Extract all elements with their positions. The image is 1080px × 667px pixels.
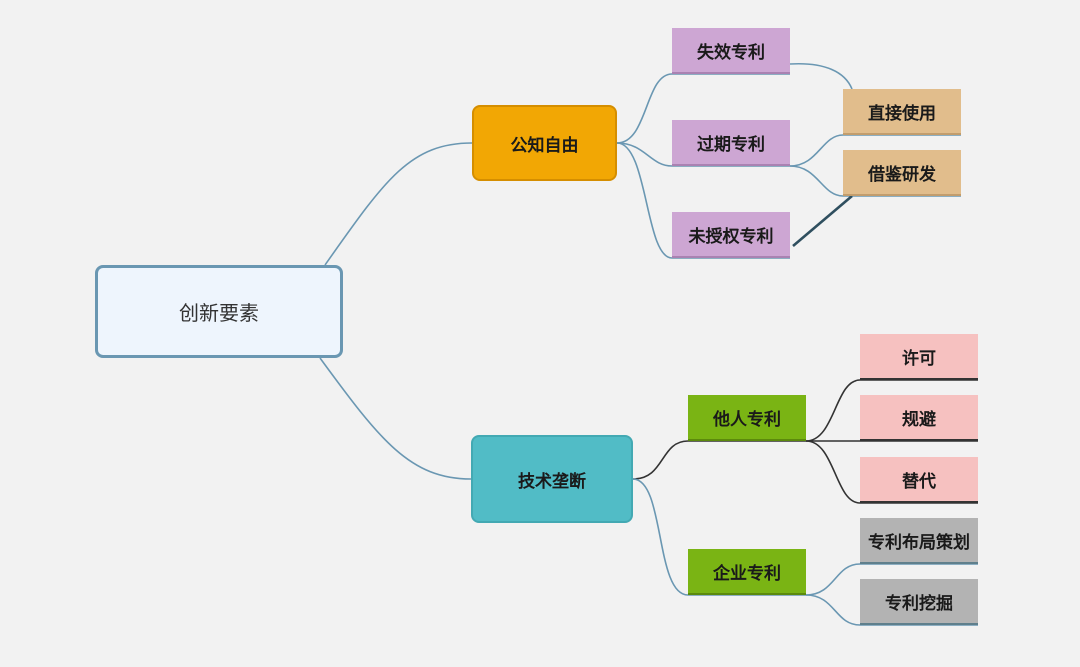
others-patent-label: 他人专利 [713, 409, 781, 430]
unauthorized-patent-node[interactable]: 未授权专利 [672, 212, 790, 258]
link-taren-tidai [805, 440, 978, 504]
invalid-patent-node[interactable]: 失效专利 [672, 28, 790, 74]
link-taren-xuke [805, 379, 978, 442]
patent-layout-planning-node[interactable]: 专利布局策划 [860, 518, 978, 564]
direct-use-node[interactable]: 直接使用 [843, 89, 961, 135]
link-public-shixiao [616, 73, 790, 144]
link-root-public [324, 142, 473, 266]
public-domain-node[interactable]: 公知自由 [472, 105, 617, 181]
patent-mining-label: 专利挖掘 [885, 593, 953, 614]
public-domain-label: 公知自由 [510, 135, 579, 156]
others-patent-node[interactable]: 他人专利 [688, 395, 806, 441]
patent-mining-node[interactable]: 专利挖掘 [860, 579, 978, 625]
invalid-patent-label: 失效专利 [697, 42, 765, 63]
substitute-node[interactable]: 替代 [860, 457, 978, 503]
link-public-guoqi [616, 142, 790, 167]
design-around-label: 规避 [902, 409, 936, 430]
expired-patent-node[interactable]: 过期专利 [672, 120, 790, 166]
root-node-label: 创新要素 [179, 301, 259, 325]
link-tech-taren [632, 440, 806, 480]
design-around-node[interactable]: 规避 [860, 395, 978, 441]
link-guoqi-zhijie [789, 134, 961, 167]
expired-patent-label: 过期专利 [697, 134, 765, 155]
link-guoqi-jiejian [789, 165, 961, 197]
direct-use-label: 直接使用 [868, 103, 936, 124]
patent-layout-planning-label: 专利布局策划 [868, 532, 970, 553]
link-root-tech [319, 357, 472, 480]
root-node[interactable]: 创新要素 [95, 265, 343, 358]
link-tech-qiye [632, 478, 806, 596]
unauthorized-patent-label: 未授权专利 [688, 226, 774, 247]
license-node[interactable]: 许可 [860, 334, 978, 380]
tech-monopoly-node[interactable]: 技术垄断 [471, 435, 633, 523]
link-weishouquan-jiejian [792, 195, 853, 247]
substitute-label: 替代 [902, 471, 936, 492]
link-public-weishouquan [616, 142, 790, 259]
company-patent-label: 企业专利 [713, 563, 781, 584]
reference-rd-node[interactable]: 借鉴研发 [843, 150, 961, 196]
reference-rd-label: 借鉴研发 [868, 164, 936, 185]
link-shixiao-zhijie [789, 62, 853, 90]
license-label: 许可 [902, 348, 936, 369]
link-qiye-buju [805, 563, 978, 596]
tech-monopoly-label: 技术垄断 [518, 471, 586, 492]
link-qiye-wajue [805, 594, 978, 626]
company-patent-node[interactable]: 企业专利 [688, 549, 806, 595]
